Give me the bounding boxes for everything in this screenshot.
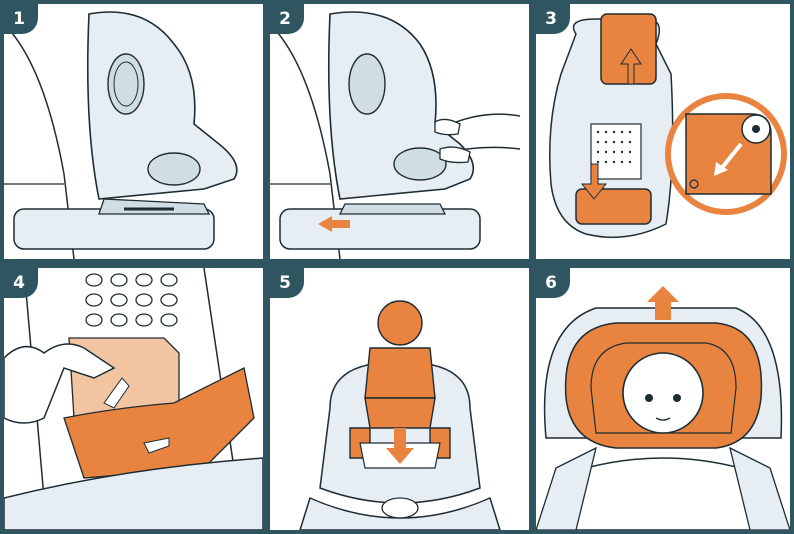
- car-seat-recline-illustration: [270, 4, 529, 259]
- step-number-badge: 5: [270, 268, 304, 298]
- child-face: [623, 353, 703, 433]
- step-panel-4: 4: [4, 268, 263, 530]
- step-number-badge: 1: [4, 4, 38, 34]
- step-number-badge: 3: [536, 4, 570, 34]
- step-panel-3: 3: [536, 4, 790, 259]
- headrest-adjustment-illustration: [536, 268, 790, 530]
- step-panel-2: 2: [270, 4, 529, 259]
- child-head: [378, 301, 422, 345]
- child-seating-illustration: [270, 268, 529, 530]
- step-panel-5: 5: [270, 268, 529, 530]
- step-number-badge: 6: [536, 268, 570, 298]
- step-number-badge: 4: [4, 268, 38, 298]
- step-panel-1: 1: [4, 4, 263, 259]
- seat-pad-removal-illustration: [536, 4, 790, 259]
- car-seat-side-view-illustration: [4, 4, 263, 259]
- shoulder-pad-adjustment-illustration: [4, 268, 263, 530]
- step-number-badge: 2: [270, 4, 304, 34]
- step-panel-6: 6: [536, 268, 790, 530]
